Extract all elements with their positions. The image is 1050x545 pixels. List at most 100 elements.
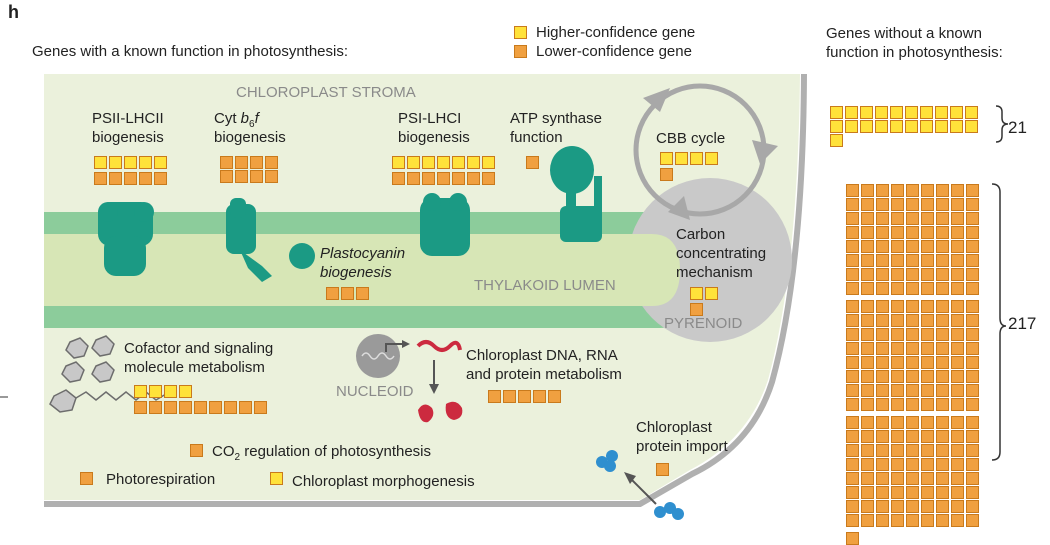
lower-confidence-gene — [951, 500, 964, 513]
protein-product-icon — [418, 401, 463, 423]
lower-confidence-gene — [936, 472, 949, 485]
lower-confidence-gene — [861, 226, 874, 239]
lower-confidence-gene — [846, 356, 859, 369]
lower-confidence-gene — [966, 314, 979, 327]
lower-confidence-gene — [936, 514, 949, 527]
lower-confidence-gene — [906, 198, 919, 211]
morpho-gene-squares — [270, 472, 284, 485]
lower-confidence-gene — [124, 172, 137, 185]
psi-protein-icon — [420, 193, 470, 256]
lower-confidence-gene — [891, 458, 904, 471]
lower-confidence-gene — [951, 254, 964, 267]
lower-confidence-gene — [906, 398, 919, 411]
cbb-gene-squares — [660, 152, 734, 181]
panel-letter: h — [8, 2, 19, 22]
higher-confidence-gene — [134, 385, 147, 398]
lower-confidence-gene — [80, 472, 93, 485]
lower-confidence-gene — [437, 172, 450, 185]
cyt-gene-squares — [220, 156, 279, 183]
psi-label-line1: PSI-LHCI — [398, 110, 462, 127]
lower-confidence-gene — [656, 463, 669, 476]
lower-confidence-gene — [235, 156, 248, 169]
lower-confidence-gene — [921, 472, 934, 485]
lower-confidence-gene — [921, 430, 934, 443]
lower-confidence-gene — [951, 212, 964, 225]
lower-confidence-gene — [467, 172, 480, 185]
lower-confidence-gene — [861, 198, 874, 211]
lower-confidence-gene — [861, 300, 874, 313]
lower-confidence-gene — [690, 303, 703, 316]
lower-confidence-gene — [936, 430, 949, 443]
lower-confidence-gene — [966, 342, 979, 355]
lower-confidence-gene — [891, 356, 904, 369]
import-label-line1: Chloroplast — [636, 419, 712, 436]
lower-confidence-gene — [966, 500, 979, 513]
lower-confidence-gene — [966, 226, 979, 239]
lower-confidence-gene — [891, 282, 904, 295]
higher-confidence-gene — [950, 120, 963, 133]
lower-confidence-gene — [861, 384, 874, 397]
cbb-arrowhead-3 — [668, 196, 690, 220]
bracket-21 — [995, 105, 1009, 143]
lower-confidence-gene — [876, 240, 889, 253]
diagram-background — [0, 73, 1009, 520]
lower-confidence-gene — [846, 342, 859, 355]
lower-confidence-gene — [906, 300, 919, 313]
lower-confidence-gene — [966, 458, 979, 471]
lower-confidence-gene — [936, 500, 949, 513]
plastocyanin-icon — [289, 243, 315, 269]
lower-confidence-gene — [861, 342, 874, 355]
ccm-label-line1: Carbon — [676, 226, 726, 243]
lower-confidence-gene — [936, 240, 949, 253]
lower-confidence-gene — [891, 198, 904, 211]
lower-confidence-gene — [951, 486, 964, 499]
higher-confidence-gene — [905, 106, 918, 119]
cofactor-label-line2: molecule metabolism — [124, 359, 265, 376]
lower-confidence-gene — [906, 458, 919, 471]
lower-confidence-gene — [921, 184, 934, 197]
ccm-label-line2: concentrating — [676, 245, 767, 262]
higher-confidence-gene — [164, 385, 177, 398]
lower-confidence-gene — [921, 370, 934, 383]
lower-confidence-gene — [921, 328, 934, 341]
higher-confidence-gene — [705, 152, 718, 165]
lower-confidence-gene — [921, 226, 934, 239]
higher-confidence-gene — [690, 152, 703, 165]
higher-confidence-gene — [660, 152, 673, 165]
lower-confidence-gene — [921, 444, 934, 457]
lower-confidence-gene — [906, 226, 919, 239]
higher-confidence-gene — [94, 156, 107, 169]
lower-confidence-gene — [891, 384, 904, 397]
lower-confidence-gene — [846, 268, 859, 281]
lower-confidence-gene — [861, 472, 874, 485]
lower-confidence-gene — [936, 314, 949, 327]
plastocyanin-label-line2: biogenesis — [320, 264, 392, 281]
psi-label-line2: biogenesis — [398, 129, 470, 146]
psii-label-line1: PSII-LHCII — [92, 110, 164, 127]
lower-confidence-gene — [846, 240, 859, 253]
lower-confidence-gene — [250, 170, 263, 183]
lower-confidence-gene — [966, 240, 979, 253]
lower-confidence-gene — [876, 472, 889, 485]
lower-confidence-gene — [846, 458, 859, 471]
lower-confidence-gene — [891, 226, 904, 239]
lower-confidence-gene — [660, 168, 673, 181]
lower-confidence-gene — [250, 156, 263, 169]
unknown-lower-gene-squares — [846, 184, 980, 545]
photoresp-gene-squares — [80, 472, 94, 485]
lower-confidence-gene — [861, 328, 874, 341]
lower-confidence-gene — [861, 486, 874, 499]
lower-confidence-gene — [936, 384, 949, 397]
lower-confidence-gene — [966, 444, 979, 457]
unknown-genes-title-line2: function in photosynthesis: — [826, 44, 1003, 61]
higher-confidence-gene — [905, 120, 918, 133]
lower-confidence-gene — [951, 282, 964, 295]
lower-confidence-gene — [891, 430, 904, 443]
lower-confidence-gene — [846, 384, 859, 397]
legend-lower-swatch — [514, 45, 527, 58]
cofactor-molecule-icon — [49, 335, 167, 413]
higher-confidence-gene — [935, 120, 948, 133]
lower-confidence-gene — [921, 254, 934, 267]
lower-confidence-gene — [356, 287, 369, 300]
cofactor-label-line1: Cofactor and signaling — [124, 340, 274, 357]
